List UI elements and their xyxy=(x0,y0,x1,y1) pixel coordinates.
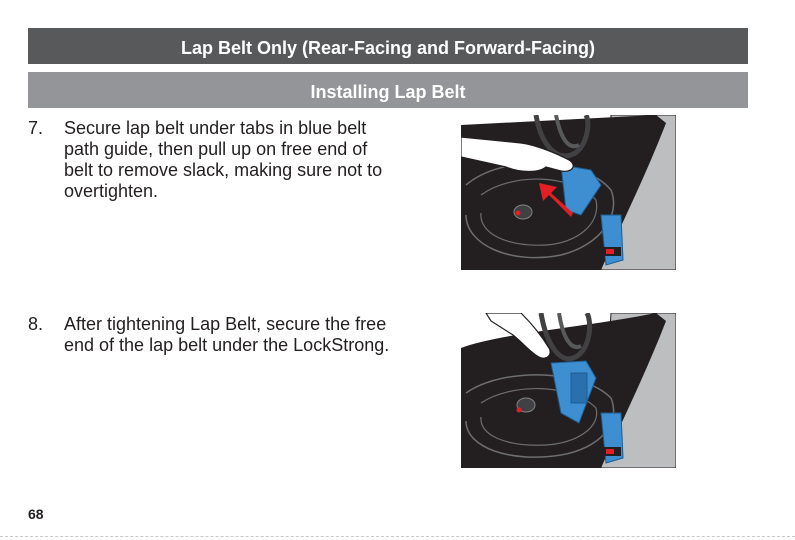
step-number: 7. xyxy=(28,118,60,139)
section-title: Lap Belt Only (Rear-Facing and Forward-F… xyxy=(181,38,595,58)
section-title-banner: Lap Belt Only (Rear-Facing and Forward-F… xyxy=(28,28,748,64)
car-seat-lap-belt-illustration xyxy=(461,115,676,270)
illustration-step-7 xyxy=(461,115,676,270)
step-text: After tightening Lap Belt, secure the fr… xyxy=(64,314,394,356)
subsection-title-banner: Installing Lap Belt xyxy=(28,72,748,108)
illustration-step-8 xyxy=(461,313,676,468)
step-number: 8. xyxy=(28,314,60,335)
car-seat-lockstrong-illustration xyxy=(461,313,676,468)
page-number: 68 xyxy=(28,506,44,522)
subsection-title: Installing Lap Belt xyxy=(310,82,465,102)
footer-divider xyxy=(0,536,795,537)
step-text: Secure lap belt under tabs in blue belt … xyxy=(64,118,394,202)
